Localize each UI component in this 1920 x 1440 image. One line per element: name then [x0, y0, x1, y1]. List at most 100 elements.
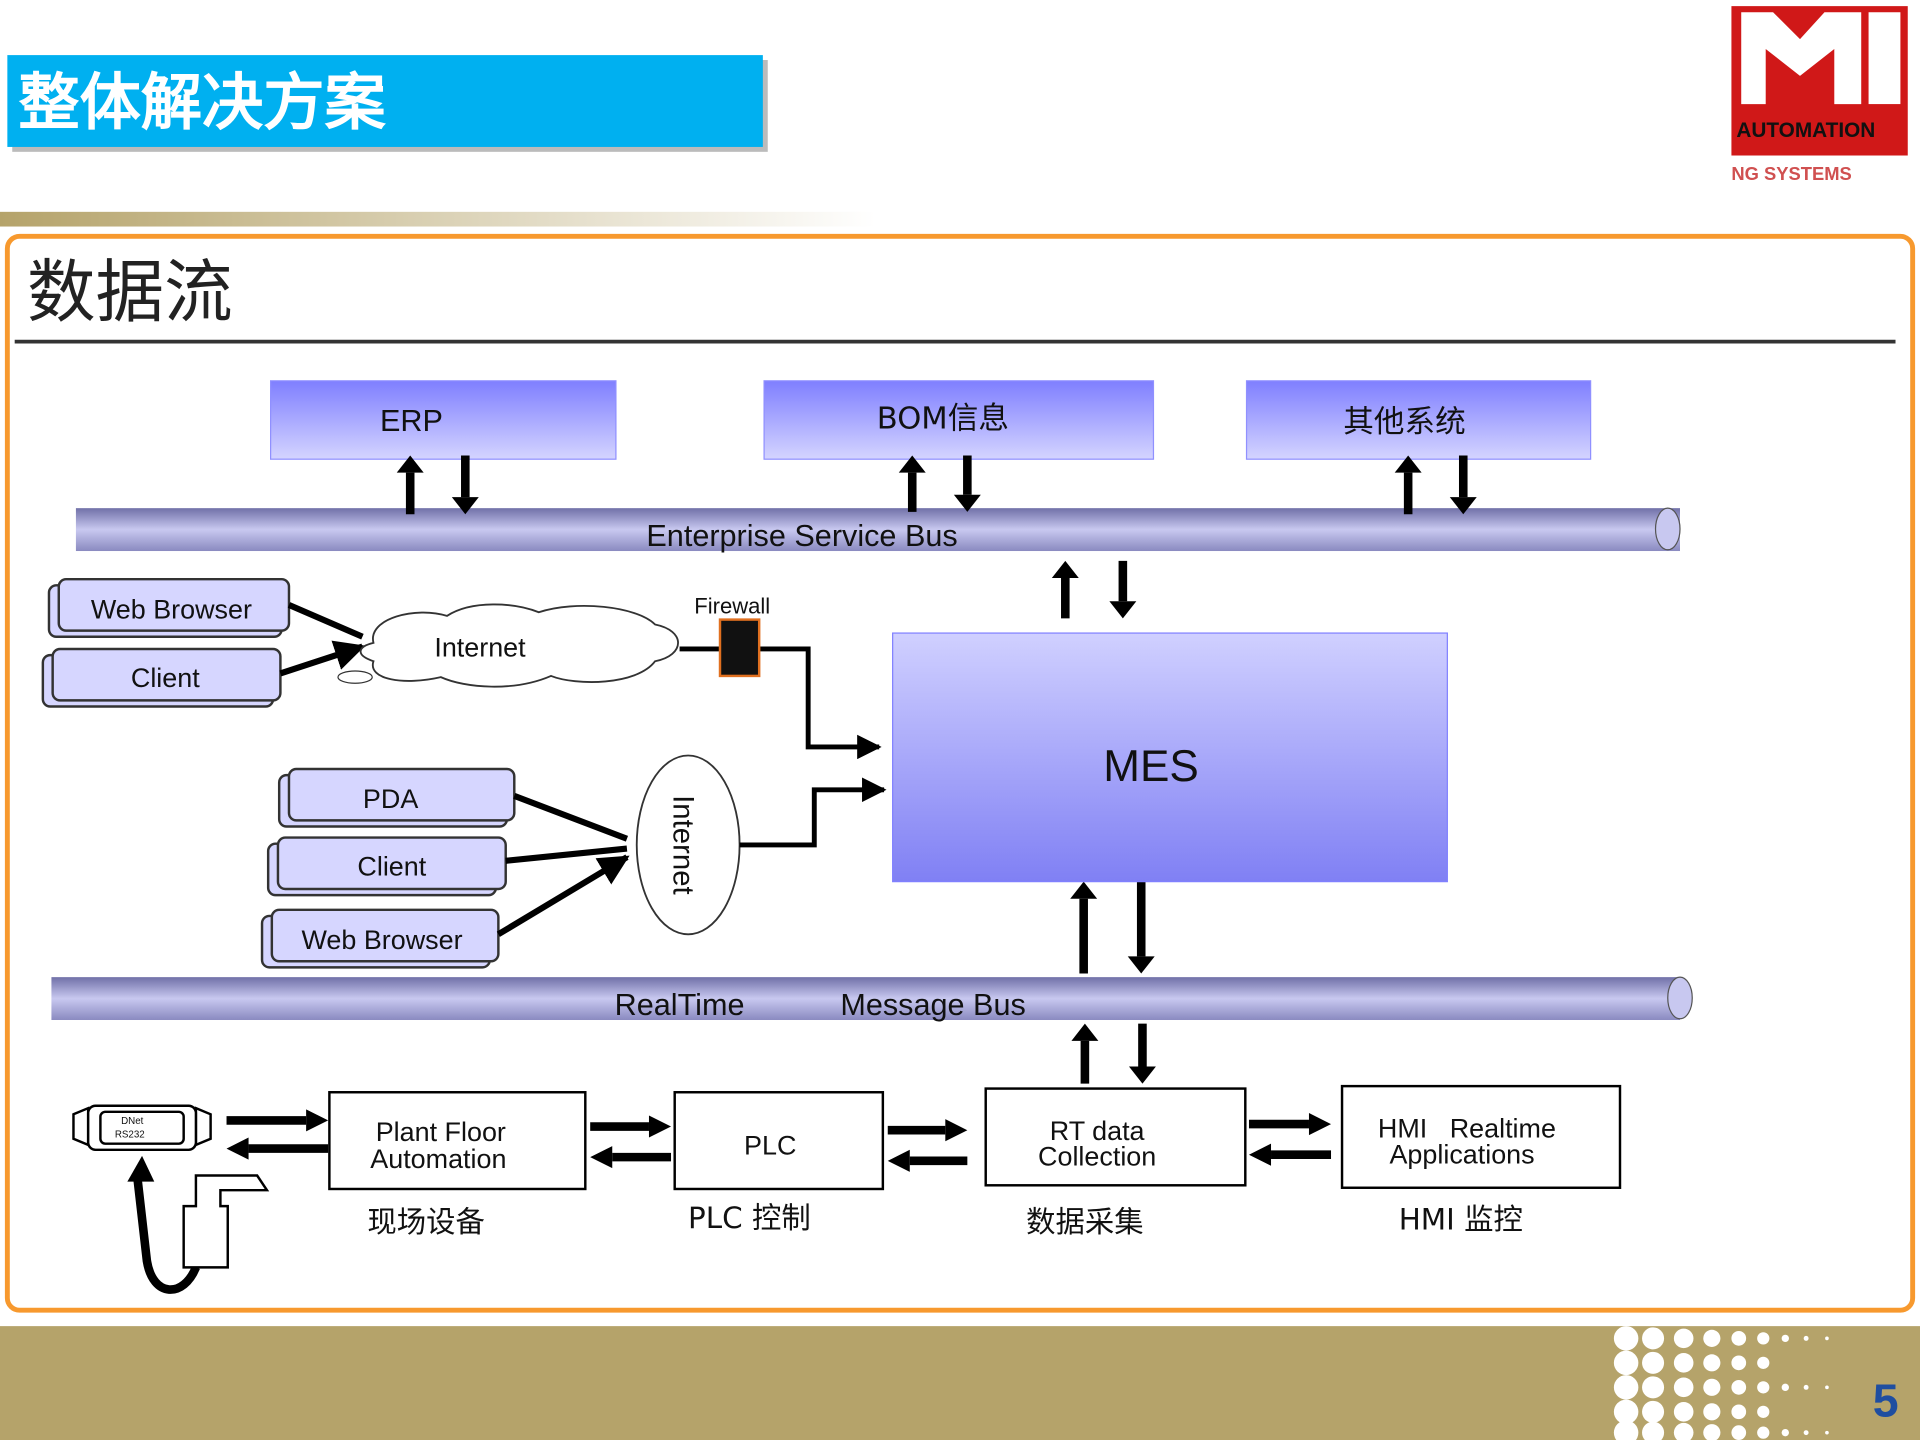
svg-text:HMI 监控: HMI 监控: [1399, 1202, 1523, 1236]
divider: [0, 211, 1347, 227]
svg-text:Applications: Applications: [1389, 1139, 1534, 1169]
footer-dot: [1703, 1424, 1721, 1440]
footer-dot: [1757, 1426, 1770, 1439]
erp-box: [270, 380, 617, 460]
up-arrow-head: [396, 455, 424, 473]
content-frame: [4, 233, 1916, 1313]
svg-text:Message Bus: Message Bus: [840, 988, 1025, 1022]
footer-dot: [1825, 1336, 1829, 1341]
footer-dot: [1642, 1421, 1665, 1440]
down-arrow-head: [953, 494, 981, 512]
svg-text:Client: Client: [131, 663, 200, 693]
pda-box: [287, 767, 516, 822]
footer-dot: [1703, 1403, 1721, 1421]
firewall-label: Firewall: [694, 593, 770, 618]
svg-text:ERP: ERP: [380, 404, 443, 438]
hmi-box: [1340, 1084, 1622, 1189]
footer-dot: [1613, 1326, 1639, 1351]
bom-box: [763, 380, 1155, 460]
plc-box: [673, 1091, 885, 1191]
scanner-device: DNet RS232: [72, 1104, 270, 1294]
footer-dot: [1673, 1377, 1694, 1398]
footer-dot: [1825, 1385, 1829, 1390]
web-browser-box: [270, 908, 500, 963]
enterprise-service-bus: [75, 508, 1681, 552]
footer-dot: [1673, 1422, 1694, 1440]
footer-dot: [1703, 1329, 1721, 1347]
footer-dot: [1803, 1430, 1809, 1436]
client-box: [51, 647, 282, 702]
footer-bar: [0, 1326, 1920, 1440]
svg-text:Collection: Collection: [1038, 1142, 1156, 1172]
footer-dot: [1642, 1400, 1665, 1423]
footer-dot: [1825, 1430, 1829, 1435]
section-title: 数据流: [27, 253, 233, 333]
top-systems: ERP BOM信息 其他系统: [270, 380, 1592, 460]
internet-cloud: [359, 603, 679, 688]
svg-text:PLC: PLC: [744, 1131, 796, 1161]
footer-dot: [1731, 1404, 1747, 1420]
svg-text:Client: Client: [357, 852, 426, 882]
footer-dot: [1803, 1335, 1809, 1341]
down-arrow-head: [1128, 1066, 1156, 1084]
footer-dot: [1757, 1405, 1770, 1418]
up-arrow-head: [898, 455, 926, 473]
footer-dot: [1613, 1375, 1639, 1400]
plant-floor-box: [328, 1091, 587, 1191]
footer-dot: [1731, 1355, 1747, 1371]
rt-data-collection-box: [984, 1087, 1247, 1187]
footer-dot: [1781, 1428, 1789, 1437]
footer-dot: [1703, 1378, 1721, 1396]
footer-dot: [1731, 1380, 1747, 1395]
footer-dot: [1673, 1353, 1694, 1373]
footer-dot: [1757, 1356, 1770, 1369]
bus-end: [1654, 507, 1681, 551]
horizontal-arrows: [226, 1109, 1332, 1172]
right-arrow-head: [648, 1115, 672, 1138]
up-arrow-head: [1071, 1023, 1099, 1041]
intranet-clients: PDA Client Web Browser: [260, 767, 516, 969]
svg-text:NG SYSTEMS: NG SYSTEMS: [1731, 163, 1851, 184]
mes-box: [892, 632, 1448, 883]
footer-dot: [1642, 1327, 1665, 1350]
svg-text:现场设备: 现场设备: [367, 1205, 485, 1239]
svg-text:AUTOMATION: AUTOMATION: [1736, 119, 1875, 142]
svg-text:Internet: Internet: [666, 795, 699, 895]
svg-text:Plant Floor: Plant Floor: [376, 1117, 506, 1147]
firewall-icon: [718, 618, 761, 678]
left-arrow-head: [590, 1146, 613, 1169]
down-arrow-head: [1449, 497, 1477, 515]
right-arrow-head: [1308, 1113, 1332, 1136]
svg-text:Enterprise Service Bus: Enterprise Service Bus: [646, 519, 957, 553]
svg-text:Web Browser: Web Browser: [301, 925, 462, 955]
footer-dot: [1731, 1425, 1747, 1440]
footer-dot: [1703, 1354, 1721, 1372]
up-arrow-head: [1070, 881, 1098, 899]
bottom-boxes: Plant Floor Automation 现场设备 PLC PLC 控制 R…: [328, 1084, 1622, 1239]
internet-clients: Web Browser Client: [41, 577, 291, 708]
svg-text:MES: MES: [1103, 742, 1199, 791]
footer-dot: [1613, 1399, 1639, 1425]
page-number: 5: [1873, 1375, 1899, 1427]
left-arrow-head: [1248, 1143, 1272, 1166]
svg-text:数据采集: 数据采集: [1026, 1205, 1144, 1239]
footer-dot: [1613, 1350, 1639, 1376]
svg-text:RT data: RT data: [1050, 1116, 1145, 1146]
left-arrow-head: [887, 1149, 910, 1172]
svg-text:Automation: Automation: [370, 1144, 506, 1174]
realtime-message-bus: [51, 977, 1680, 1020]
down-arrow-head: [1109, 601, 1137, 619]
client-box: [276, 836, 507, 891]
footer-dot: [1613, 1420, 1639, 1440]
intranet-line: [739, 777, 887, 848]
other-systems-box: [1245, 380, 1592, 460]
logo: AUTOMATION NG SYSTEMS: [1731, 6, 1908, 184]
right-arrow-head: [945, 1119, 968, 1142]
svg-text:RS232: RS232: [115, 1130, 145, 1141]
footer-dot: [1781, 1383, 1789, 1392]
up-arrow-head: [1051, 560, 1079, 578]
bidirectional-arrows: [396, 455, 1477, 1084]
left-arrow-head: [226, 1137, 249, 1160]
footer-dot: [1757, 1332, 1770, 1345]
